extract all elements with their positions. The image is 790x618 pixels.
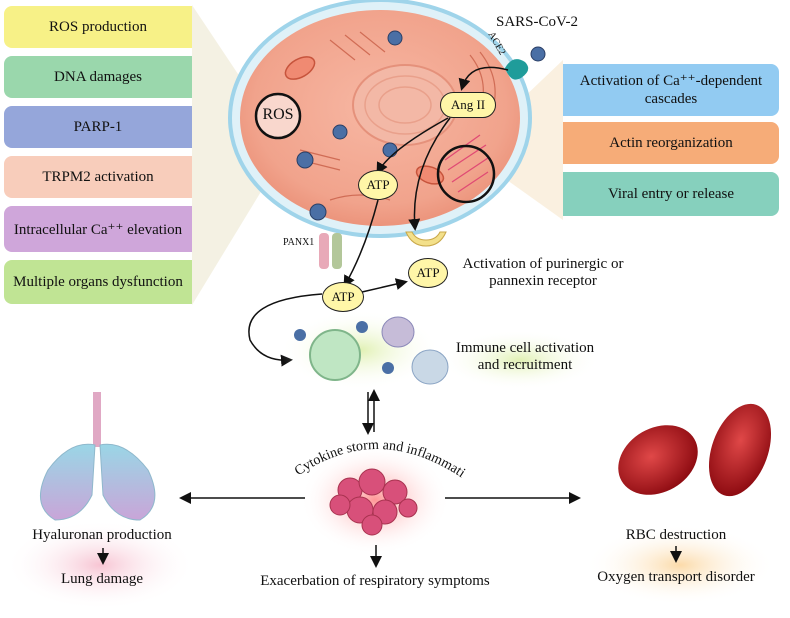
atp-pill-receptor: ATP — [408, 258, 448, 288]
purinergic-label: Activation of purinergic or pannexin rec… — [462, 256, 624, 290]
left-fan — [192, 5, 262, 305]
immune-label: Immune cell activation and recruitment — [455, 340, 595, 374]
chain-ros-production: ROS production — [4, 6, 192, 48]
chain-intracellular-ca: Intracellular Ca⁺⁺ elevation — [4, 206, 192, 252]
mitochondria — [284, 56, 445, 185]
actin-filaments — [444, 134, 489, 193]
rbc-2 — [708, 403, 772, 497]
ace2-receptor — [505, 59, 529, 80]
rbc-1 — [618, 425, 698, 495]
chain-viral-entry: Viral entry or release — [563, 172, 779, 216]
actin-circle — [436, 144, 496, 204]
ang-ii-pill: Ang II — [440, 92, 496, 118]
respiratory-label: Exacerbation of respiratory symptoms — [260, 573, 490, 589]
oxygen-transport-label: Oxygen transport disorder — [597, 569, 755, 585]
immune-cell-2 — [381, 316, 415, 348]
cytokine-cluster — [329, 468, 418, 536]
ros-label: ROS — [262, 106, 294, 123]
virus-label: SARS-CoV-2 — [496, 14, 578, 30]
panx1-label: PANX1 — [283, 237, 315, 248]
ros-circle — [254, 92, 302, 140]
chain-parp-1: PARP-1 — [4, 106, 192, 148]
atp-pill-cell: ATP — [358, 170, 398, 200]
chain-multiple-organs: Multiple organs dysfunction — [4, 260, 192, 304]
atp-pill-extracellular: ATP — [322, 282, 364, 312]
chain-dna-damages: DNA damages — [4, 56, 192, 98]
hyaluronan-label: Hyaluronan production — [32, 527, 172, 543]
lung-damage-label: Lung damage — [60, 571, 144, 587]
panx1-channel — [319, 233, 342, 269]
chain-actin-reorganization: Actin reorganization — [563, 122, 779, 164]
purinergic-receptor — [405, 231, 447, 247]
immune-viruses — [294, 321, 394, 374]
immune-cell-3 — [411, 349, 449, 385]
immune-cell — [309, 329, 361, 381]
chain-trpm2-activation: TRPM2 activation — [4, 156, 192, 198]
rbc-destruction-label: RBC destruction — [625, 527, 727, 543]
chain-ca-cascades: Activation of Ca⁺⁺-dependent cascades — [563, 64, 779, 116]
right-fan — [500, 60, 563, 220]
lungs — [40, 392, 156, 521]
